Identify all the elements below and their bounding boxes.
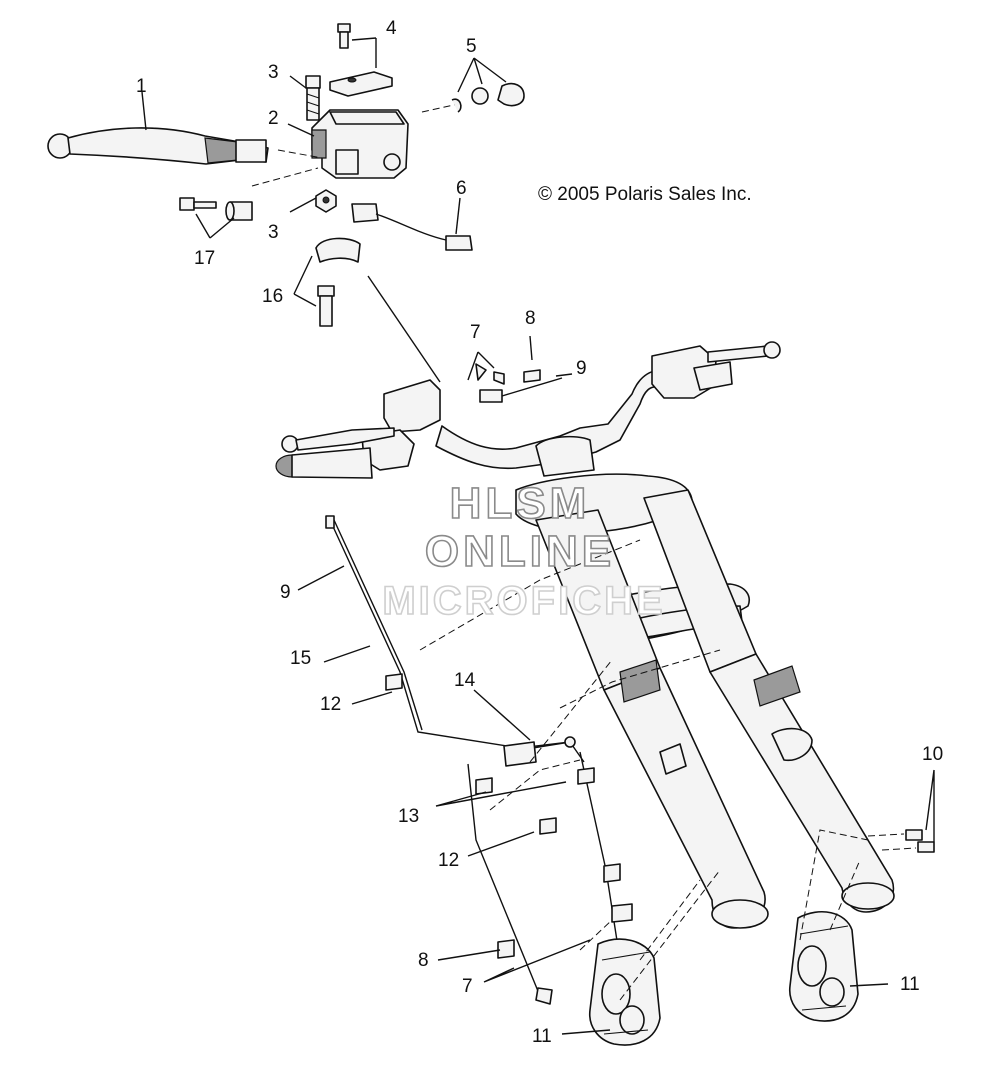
callout-12: 12 [320,694,341,715]
right-control-assembly [651,341,781,399]
callout-14: 14 [454,670,476,691]
callout-4: 4 [386,18,397,39]
callout-11: 11 [532,1026,552,1047]
brake-line-upper [325,515,571,749]
watermark: HLSM ONLINE MICROFICHE [382,478,665,624]
caliper-left [589,938,661,1046]
boot-and-clip [421,82,525,113]
callout-12: 12 [438,850,459,871]
caliper-right [789,910,859,1022]
brake-light-switch [351,203,473,251]
callout-9: 9 [280,582,291,603]
cap-screw [337,23,351,49]
callout-7: 7 [470,322,481,343]
leader-lines [141,37,935,1035]
lever-bolt-and-bushing [179,197,253,221]
callout-9: 9 [576,358,587,379]
copyright-notice: © 2005 Polaris Sales Inc. [538,184,752,205]
pivot-nut [315,189,337,213]
callout-15: 15 [290,648,311,669]
callout-16: 16 [262,286,283,307]
fork-tube-left [535,509,769,929]
callout-3: 3 [268,222,279,243]
brake-fittings [385,363,633,1005]
watermark-line3: MICROFICHE [382,579,665,623]
callout-3: 3 [268,62,279,83]
brake-lever [47,127,269,165]
callout-labels: 1 2 3 3 4 5 6 7 7 8 8 9 9 10 11 11 12 12… [136,18,943,1047]
callout-5: 5 [466,36,477,57]
master-cylinder [311,109,409,179]
fork-tube-right [643,489,895,913]
callout-8: 8 [525,308,536,329]
callout-7: 7 [462,976,473,997]
caliper-bolts [867,829,935,853]
callout-8: 8 [418,950,429,971]
callout-1: 1 [136,76,147,97]
brake-line-distribution [467,736,621,997]
clamp-and-bolt [315,237,361,327]
watermark-line2: ONLINE [425,527,615,576]
pivot-bolt [305,75,321,121]
callout-6: 6 [456,178,467,199]
left-control-assembly [275,379,441,479]
callout-17: 17 [194,248,215,269]
callout-11: 11 [900,974,920,995]
callout-2: 2 [268,108,279,129]
watermark-line1: HLSM [450,479,591,528]
callout-10: 10 [922,744,943,765]
reservoir-cap [329,71,393,97]
callout-13: 13 [398,806,419,827]
